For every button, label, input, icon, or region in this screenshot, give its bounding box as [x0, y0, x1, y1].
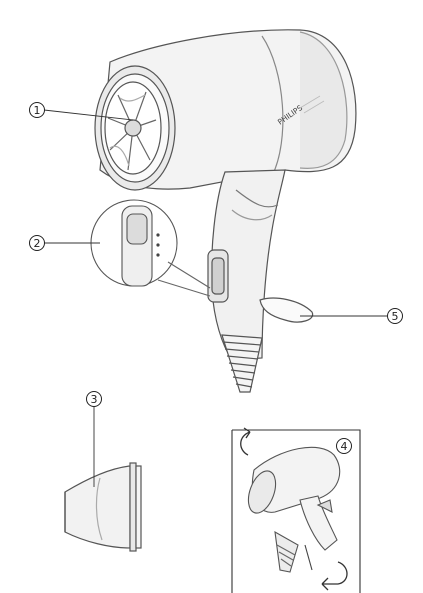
- mini-hang-loop: [304, 544, 313, 571]
- hair-dryer-illustration: [94, 29, 357, 393]
- rear-cap-shading: [299, 31, 348, 169]
- nozzle-body: [64, 465, 131, 549]
- mini-cord-ribs: [276, 544, 296, 567]
- mini-dryer-handle: [299, 495, 338, 551]
- rotate-arrow-bottom-icon: [321, 561, 348, 591]
- callout-3: 3: [86, 391, 102, 407]
- switch-position-dot-2: [156, 243, 160, 247]
- handle-trigger: [231, 209, 273, 221]
- handle-grip-curve: [235, 189, 279, 208]
- switch-detail: [90, 199, 211, 297]
- switch-position-dot-3: [156, 253, 160, 257]
- fan-hub: [124, 119, 142, 137]
- leader-line-1: [43, 109, 134, 121]
- hang-loop: [259, 297, 314, 323]
- switch-position-dot-1: [156, 233, 160, 237]
- barrel-seam: [261, 35, 284, 177]
- nozzle-shading: [95, 477, 103, 541]
- callout-4: 4: [336, 438, 352, 454]
- model-marking: [299, 95, 325, 114]
- mini-dryer-cord: [274, 530, 299, 573]
- switch-detail-connector: [157, 261, 211, 297]
- folding-detail: [231, 427, 361, 593]
- handle-switch-slot: [211, 257, 225, 295]
- mini-dryer-nozzle: [247, 470, 277, 514]
- rotate-arrow-top-icon: [240, 427, 251, 456]
- callout-1: 1: [29, 102, 45, 118]
- callout-2: 2: [29, 235, 45, 251]
- leader-lines: [43, 109, 387, 487]
- nozzle-rim-2: [135, 465, 142, 549]
- folding-detail-frame: [231, 429, 361, 593]
- callout-5: 5: [387, 308, 403, 324]
- mini-dryer-hook: [316, 499, 333, 513]
- switch-detail-slider: [126, 213, 148, 245]
- cord-protector: [221, 334, 263, 393]
- nozzle-rim-1: [129, 462, 137, 552]
- concentrator-nozzle: [64, 462, 142, 552]
